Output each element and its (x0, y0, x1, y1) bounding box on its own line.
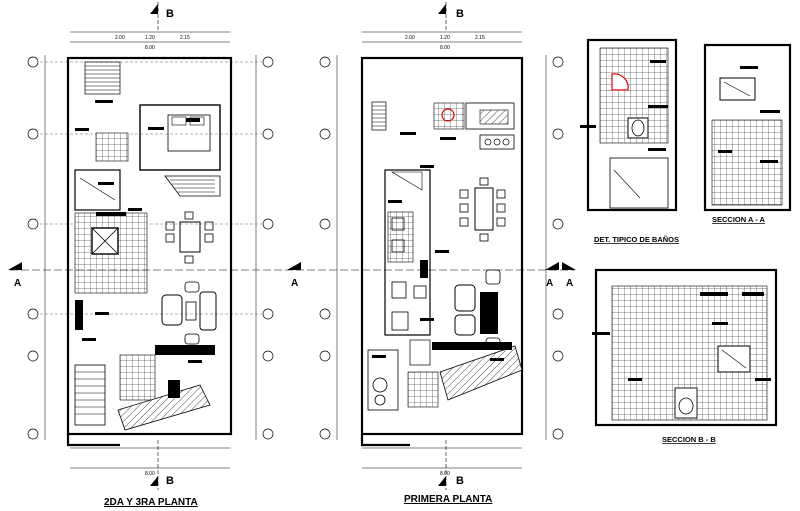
dining-set-ground (459, 177, 506, 242)
svg-text:2.15: 2.15 (180, 35, 190, 41)
dimension-lines-top-right: 2.00 1.20 2.15 8.00 (362, 31, 522, 51)
dimension-lines-bottom-right: 8.00 (362, 447, 522, 477)
bath-detail-title: DET. TIPICO DE BAÑOS (594, 235, 679, 244)
stair-ground (371, 101, 387, 131)
svg-text:A: A (546, 278, 553, 289)
plan-upper-floors: B 2.00 1.20 2.15 8.00 (27, 2, 274, 508)
section-b-drawing: SECCION B - B (592, 268, 778, 444)
section-a-title: SECCION A - A (712, 215, 766, 224)
plan-ground-floor: B 2.00 1.20 2.15 8.00 (319, 2, 564, 505)
svg-text:8.00: 8.00 (145, 471, 155, 477)
svg-text:B: B (166, 8, 174, 20)
svg-text:2.00: 2.00 (405, 35, 415, 41)
section-arrow-a-mid-left (287, 262, 301, 270)
red-fixture-mark (441, 108, 455, 122)
section-b-title: SECCION B - B (662, 435, 716, 444)
axis-bubbles-middle-plan (319, 55, 564, 440)
section-marker-b-bottom-right: B (438, 440, 464, 490)
section-arrow-a-right (562, 262, 576, 270)
section-marker-b-bottom-left: B (150, 440, 174, 490)
svg-text:8.00: 8.00 (145, 45, 155, 51)
plan-upper-title: 2DA Y 3RA PLANTA (104, 497, 198, 508)
ramp-upper (164, 175, 221, 197)
living-room-ground (454, 269, 501, 349)
section-arrow-a-left (8, 262, 22, 270)
bath-detail-plan: DET. TIPICO DE BAÑOS (580, 38, 679, 244)
dining-set-upper (165, 211, 214, 264)
red-door-swing (611, 73, 629, 91)
svg-text:1.20: 1.20 (440, 35, 450, 41)
svg-text:A: A (291, 278, 298, 289)
svg-text:A: A (14, 278, 21, 289)
kitchen-counter-ground (433, 102, 515, 150)
annotation-tags-ground (372, 132, 504, 361)
svg-text:A: A (566, 278, 573, 289)
axis-bubbles-left-plan (27, 55, 274, 440)
plan-ground-title: PRIMERA PLANTA (404, 494, 492, 505)
balcony-upper (74, 300, 215, 431)
garage-entry-ground (367, 339, 523, 411)
dimension-lines-bottom-left: 8.00 (70, 447, 230, 477)
bath-tile-upper (95, 132, 129, 162)
closet-upper (74, 169, 121, 211)
stair-upper-top (84, 61, 121, 95)
svg-text:8.00: 8.00 (440, 471, 450, 477)
svg-text:B: B (456, 475, 464, 487)
living-room-upper (161, 281, 217, 345)
section-arrow-a-mid-right (545, 262, 559, 270)
outer-walls-upper (66, 56, 233, 447)
section-a-drawing: SECCION A - A (703, 43, 792, 224)
svg-text:2.15: 2.15 (475, 35, 485, 41)
annotation-tags-upper (75, 100, 202, 363)
section-line-a: A A A A (8, 262, 576, 289)
svg-text:B: B (166, 475, 174, 487)
svg-text:8.00: 8.00 (440, 45, 450, 51)
section-marker-b-top-right: B (438, 2, 464, 30)
service-rooms-ground (384, 169, 431, 336)
bedroom-bed (139, 104, 221, 171)
outer-walls-ground (360, 56, 524, 447)
svg-text:B: B (456, 8, 464, 20)
kitchen-fixtures-upper (91, 212, 126, 255)
svg-text:2.00: 2.00 (115, 35, 125, 41)
section-marker-b-top-left: B (150, 2, 174, 30)
dimension-lines-top-left: 2.00 1.20 2.15 8.00 (70, 31, 230, 51)
svg-text:1.20: 1.20 (145, 35, 155, 41)
